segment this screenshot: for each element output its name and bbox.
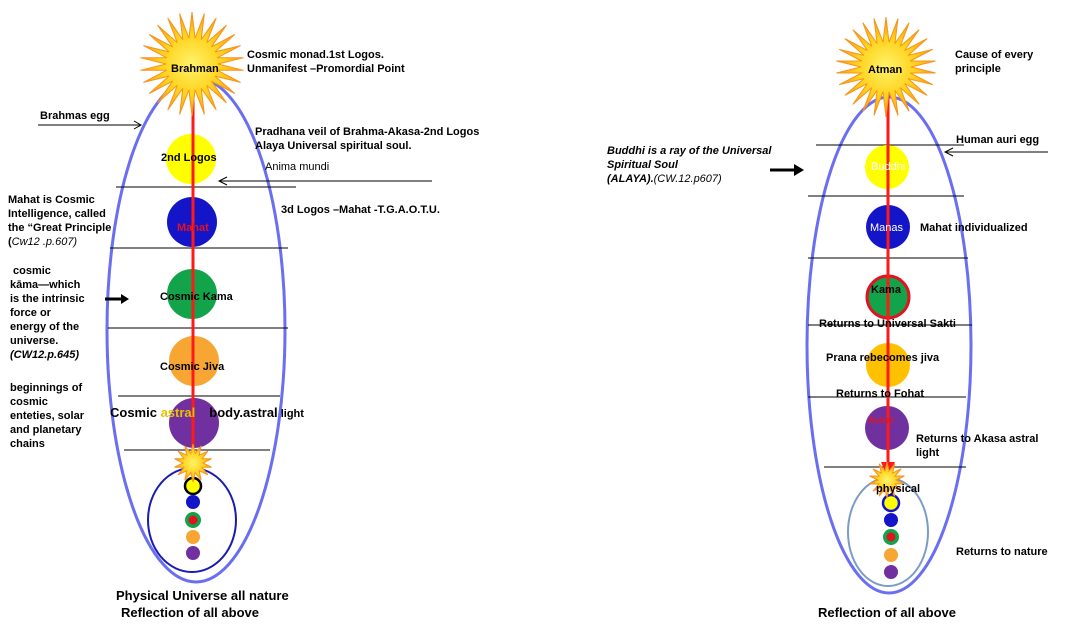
mini-orange-sphere (884, 548, 898, 562)
mahat-note-line1: Mahat is Cosmic (8, 194, 95, 206)
mini-purple-sphere (884, 565, 898, 579)
beginnings-line1: beginnings of (10, 382, 83, 394)
arrow-head (121, 294, 129, 304)
returns-akasa-line1: Returns to Akasa astral (916, 433, 1039, 445)
kama-note-line6: universe. (10, 335, 59, 347)
small-sun-icon (174, 443, 212, 483)
mahat-note-line3: the “Great Principle (8, 222, 112, 234)
beginnings-line5: chains (10, 438, 45, 450)
returns-akasa-line2: light (916, 447, 940, 459)
cosmic-kama-label: Cosmic Kama (160, 291, 233, 303)
left-diagram (38, 11, 432, 584)
returns-fohat-label: Returns to Fohat (836, 388, 924, 400)
cosmic-astral-label: Cosmic astral body.astral light (110, 405, 304, 422)
kama-note-line4: force or (10, 307, 51, 319)
buddhi-note-ref: (CW.12.p607) (653, 173, 722, 185)
mini-purple-sphere (186, 546, 200, 560)
buddhi-note-alaya: (ALAYA). (607, 173, 654, 185)
returns-nature-label: Returns to nature (956, 546, 1048, 558)
physical-label: physical (876, 483, 921, 495)
arrow-head (794, 164, 804, 176)
beginnings-line3: enteties, solar (10, 410, 84, 422)
brahmas-egg-label: Brahmas egg (40, 110, 110, 122)
right-caption: Reflection of all above (818, 605, 956, 620)
cause-line2: principle (955, 63, 1001, 75)
mini-orange-sphere (186, 530, 200, 544)
atman-sun-icon (836, 16, 936, 118)
mini-blue-sphere (884, 513, 898, 527)
cause-line1: Cause of every (955, 49, 1034, 61)
returns-sakti-label: Returns to Universal Sakti (819, 318, 956, 330)
mahat-label: Mahat (177, 222, 209, 234)
unmanifest-label: Unmanifest –Promordial Point (247, 63, 405, 75)
brahman-sun-icon (140, 11, 244, 117)
mahat-note-paren: ( (8, 236, 12, 248)
mahat-note-line2: Intelligence, called (8, 208, 106, 220)
mahat-individualized-label: Mahat individualized (920, 222, 1028, 234)
arrow-head (133, 120, 143, 130)
buddhi-note-line3: (ALAYA).(CW.12.p607) (607, 173, 722, 186)
atman-label: Atman (868, 64, 903, 76)
kama-note-line5: energy of the (10, 321, 80, 333)
astral-label: Astral (868, 415, 894, 425)
cosmic-monad-label: Cosmic monad.1st Logos. (247, 49, 384, 61)
manas-label: Manas (870, 222, 904, 234)
buddhi-label: Buddhi (871, 161, 906, 173)
prana-label: Prana rebecomes jiva (826, 352, 940, 364)
alaya-label: Alaya Universal spiritual soul. (255, 140, 412, 152)
left-caption-2: Reflection of all above (121, 605, 259, 620)
astral-word: astral (160, 405, 196, 420)
mini-red-dot (886, 532, 896, 542)
third-logos-label: 3d Logos –Mahat -T.G.A.O.T.U. (281, 204, 440, 216)
mini-blue-sphere (186, 495, 200, 509)
beginnings-line2: cosmic (10, 396, 48, 408)
kama-note-line1: cosmic (13, 265, 51, 277)
cosmic-word: Cosmic (110, 405, 161, 420)
right-diagram (770, 16, 1048, 595)
mini-red-dot (188, 515, 198, 525)
kama-note-line2: kāma—which (10, 279, 81, 291)
brahman-label: Brahman (171, 63, 219, 75)
kama-note-line3: is the intrinsic (10, 293, 85, 305)
cosmic-jiva-label: Cosmic Jiva (160, 361, 225, 373)
beginnings-line4: and planetary (10, 424, 82, 436)
mahat-note-ref: Cw12 .p.607) (11, 236, 78, 248)
pradhana-label: Pradhana veil of Brahma-Akasa-2nd Logos (255, 126, 480, 138)
arrow-head (217, 176, 228, 186)
left-caption-1: Physical Universe all nature (116, 588, 289, 603)
human-egg-label: Human auri egg (956, 134, 1040, 146)
kama-label: Kama (871, 284, 901, 296)
mini-yellow-sphere (881, 493, 901, 513)
anima-mundi-label: Anima mundi (265, 161, 330, 173)
second-logos-label: 2nd Logos (161, 152, 217, 164)
second-logos-sphere (166, 134, 216, 184)
kama-note-ref: (CW12.p.645) (10, 349, 80, 361)
body-astral-word: body.astral (209, 405, 278, 420)
mahat-note-line4: (Cw12 .p.607) (8, 236, 77, 249)
light-word: light (277, 408, 304, 420)
buddhi-note-line1: Buddhi is a ray of the Universal (607, 145, 772, 157)
buddhi-note-line2: Spiritual Soul (607, 159, 678, 171)
small-sun-icon (869, 461, 905, 499)
arrow-head (943, 147, 954, 157)
